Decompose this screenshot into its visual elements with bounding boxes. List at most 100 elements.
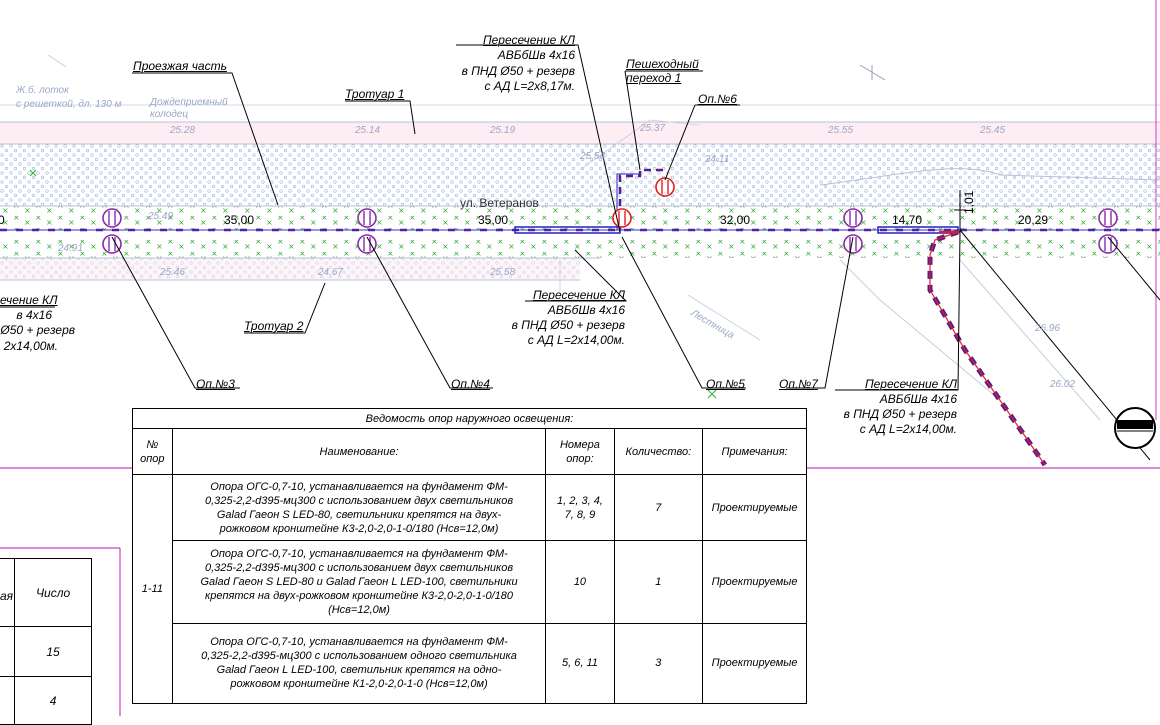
row-name-line: рожковом кронштейне К3-2,0-2,0-1-0/180 (… — [219, 522, 499, 535]
crossing-mid-pipe: в ПНД Ø50 + резерв — [511, 318, 625, 332]
elevation: 25.55 — [828, 125, 854, 136]
left-cell-empty — [0, 626, 16, 677]
elevation: 26.02 — [1050, 379, 1076, 390]
pole-symbol — [655, 177, 675, 197]
crossing-left-length: 2х14,00м. — [3, 339, 58, 353]
row-qty-cell: 7 — [613, 474, 704, 542]
elevation: 25.58 — [490, 267, 516, 278]
leader-lines — [0, 44, 1160, 461]
row-numbers-cell: 10 — [545, 540, 615, 624]
elevation: 26.96 — [1035, 323, 1061, 334]
elevation: 25.28 — [170, 125, 196, 136]
pole-label-3: Оп.№3 — [196, 377, 235, 391]
pole-symbol — [843, 234, 863, 254]
left-cell-value: 15 — [14, 626, 92, 677]
row-name-line: Опора ОГС-0,7-10, устанавливается на фун… — [210, 548, 508, 561]
col-header-pole-numbers-line1: Номера — [559, 438, 600, 451]
left-header-count: Число — [14, 558, 92, 627]
pole-symbol — [102, 234, 122, 254]
pole-label-4: Оп.№4 — [451, 377, 490, 391]
crossing-left-pipe: Ø50 + резерв — [0, 323, 75, 337]
carriageway-label: Проезжая часть — [133, 59, 227, 73]
dimension-label: 35,00 — [478, 213, 509, 227]
elevation: 24.11 — [705, 154, 730, 165]
col-header-name: Наименование: — [171, 428, 547, 476]
pole-symbol — [102, 208, 122, 228]
elevation: 25.19 — [490, 125, 516, 136]
dimension-label: 14,70 — [892, 213, 923, 227]
crossing-top-length: с АД L=2х8,17м. — [484, 79, 575, 93]
col-header-quantity: Количество: — [613, 428, 704, 476]
col-header-pole-numbers-line2: опор: — [566, 452, 594, 465]
pole-symbol — [843, 208, 863, 228]
row-note-cell: Проектируемые — [702, 474, 807, 542]
col-header-number: № опор — [132, 428, 173, 476]
row-name-line: (Нсв=12,0м) — [328, 604, 390, 617]
elevation: 25.14 — [355, 125, 381, 136]
dimension-label: 0 — [0, 213, 5, 227]
col-header-number-line1: № — [146, 438, 159, 451]
row-name-line: 0,325-2,2-d395-мц300 с использованием од… — [201, 650, 517, 663]
schedule-title: Ведомость опор наружного освещения: — [132, 407, 807, 430]
left-header-partial: ая — [0, 558, 16, 627]
elevation: 25.54 — [580, 151, 606, 162]
manhole-label: Дождеприемный — [150, 97, 228, 108]
elevation: 24.91 — [58, 243, 84, 254]
crossing-top-cable: АВБбШв 4х16 — [497, 48, 575, 62]
sidewalk-2-label: Тротуар 2 — [244, 319, 304, 333]
crossing-label-2: переход 1 — [626, 71, 682, 85]
crossing-right-pipe: в ПНД Ø50 + резерв — [843, 407, 957, 421]
elevation: 25.37 — [640, 123, 666, 134]
row-numbers-line: 7, 8, 9 — [564, 508, 596, 521]
crossing-label: Пешеходный — [626, 57, 699, 71]
pole-symbol — [357, 208, 377, 228]
left-cell-value: 4 — [14, 676, 92, 725]
row-name-line: Galad Гаеон S LED-80 и Galad Гаеон L LED… — [200, 576, 518, 589]
crossing-mid-cable: АВБбШв 4х16 — [547, 303, 625, 317]
row-name-line: рожковом кронштейне К1-2,0-2,0-1-0 (Нсв=… — [230, 678, 488, 691]
pole-label-5: Оп.№5 — [706, 377, 745, 391]
crossing-top-title: Пересечение КЛ — [482, 33, 575, 47]
left-summary-table: ая Число 15 4 — [0, 558, 92, 725]
crossing-left-cable: в 4х16 — [16, 308, 52, 322]
manhole-label-2: колодец — [150, 109, 189, 120]
col-header-number-line2: опор — [140, 452, 165, 465]
left-cell-empty — [0, 676, 16, 725]
row-name-cell: Опора ОГС-0,7-10, устанавливается на фун… — [171, 540, 547, 624]
row-name-line: 0,325-2,2-d395-мц300 с использованием дв… — [204, 562, 514, 575]
elevation: 25.49 — [148, 211, 174, 222]
row-qty-cell: 1 — [613, 540, 704, 624]
crossing-right-cable: АВБбШв 4х16 — [879, 392, 957, 406]
crossing-mid-length: с АД L=2х14,00м. — [527, 333, 625, 347]
pole-symbol — [1098, 208, 1118, 228]
col-header-notes: Примечания: — [702, 428, 807, 476]
row-numbers-line: 1, 2, 3, 4, — [557, 494, 603, 507]
crossing-right-title: Пересечение КЛ — [864, 377, 957, 391]
row-name-line: Опора ОГС-0,7-10, устанавливается на фун… — [210, 636, 508, 649]
row-numbers-cell: 5, 6, 11 — [545, 622, 615, 705]
row-name-cell: Опора ОГС-0,7-10, устанавливается на фун… — [171, 622, 547, 705]
crossing-left-title: ечение КЛ — [0, 293, 58, 307]
row-qty-cell: 3 — [613, 622, 704, 705]
row-name-line: Galad Гаеон L LED-100, светильник крепят… — [216, 664, 502, 677]
pole-schedule-table: Ведомость опор наружного освещения: № оп… — [132, 407, 807, 705]
dimension-label: 32,00 — [720, 213, 751, 227]
pole-symbol — [357, 234, 377, 254]
dimension-ticks — [954, 190, 966, 232]
elevation: 24.67 — [318, 267, 344, 278]
row-name-line: Galad Гаеон S LED-80, светильники крепят… — [216, 508, 502, 521]
dimension-label: 1,01 — [962, 190, 976, 214]
row-note-cell: Проектируемые — [702, 622, 807, 705]
row-name-line: крепятся на двух-рожковом кронштейне К3-… — [205, 590, 514, 603]
row-name-line: 0,325-2,2-d395-мц300 с использованием дв… — [204, 494, 514, 507]
sidewalk-1-label: Тротуар 1 — [345, 87, 405, 101]
pole-label-7: Оп.№7 — [779, 377, 818, 391]
col-header-pole-numbers: Номера опор: — [545, 428, 615, 476]
crossing-top-pipe: в ПНД Ø50 + резерв — [461, 64, 575, 78]
gutter-label-2: с решеткой, дл. 130 м — [16, 99, 122, 110]
row-name-line: Опора ОГС-0,7-10, устанавливается на фун… — [210, 480, 508, 493]
lamp-symbol — [1114, 407, 1156, 449]
dimension-label: 35,00 — [224, 213, 255, 227]
